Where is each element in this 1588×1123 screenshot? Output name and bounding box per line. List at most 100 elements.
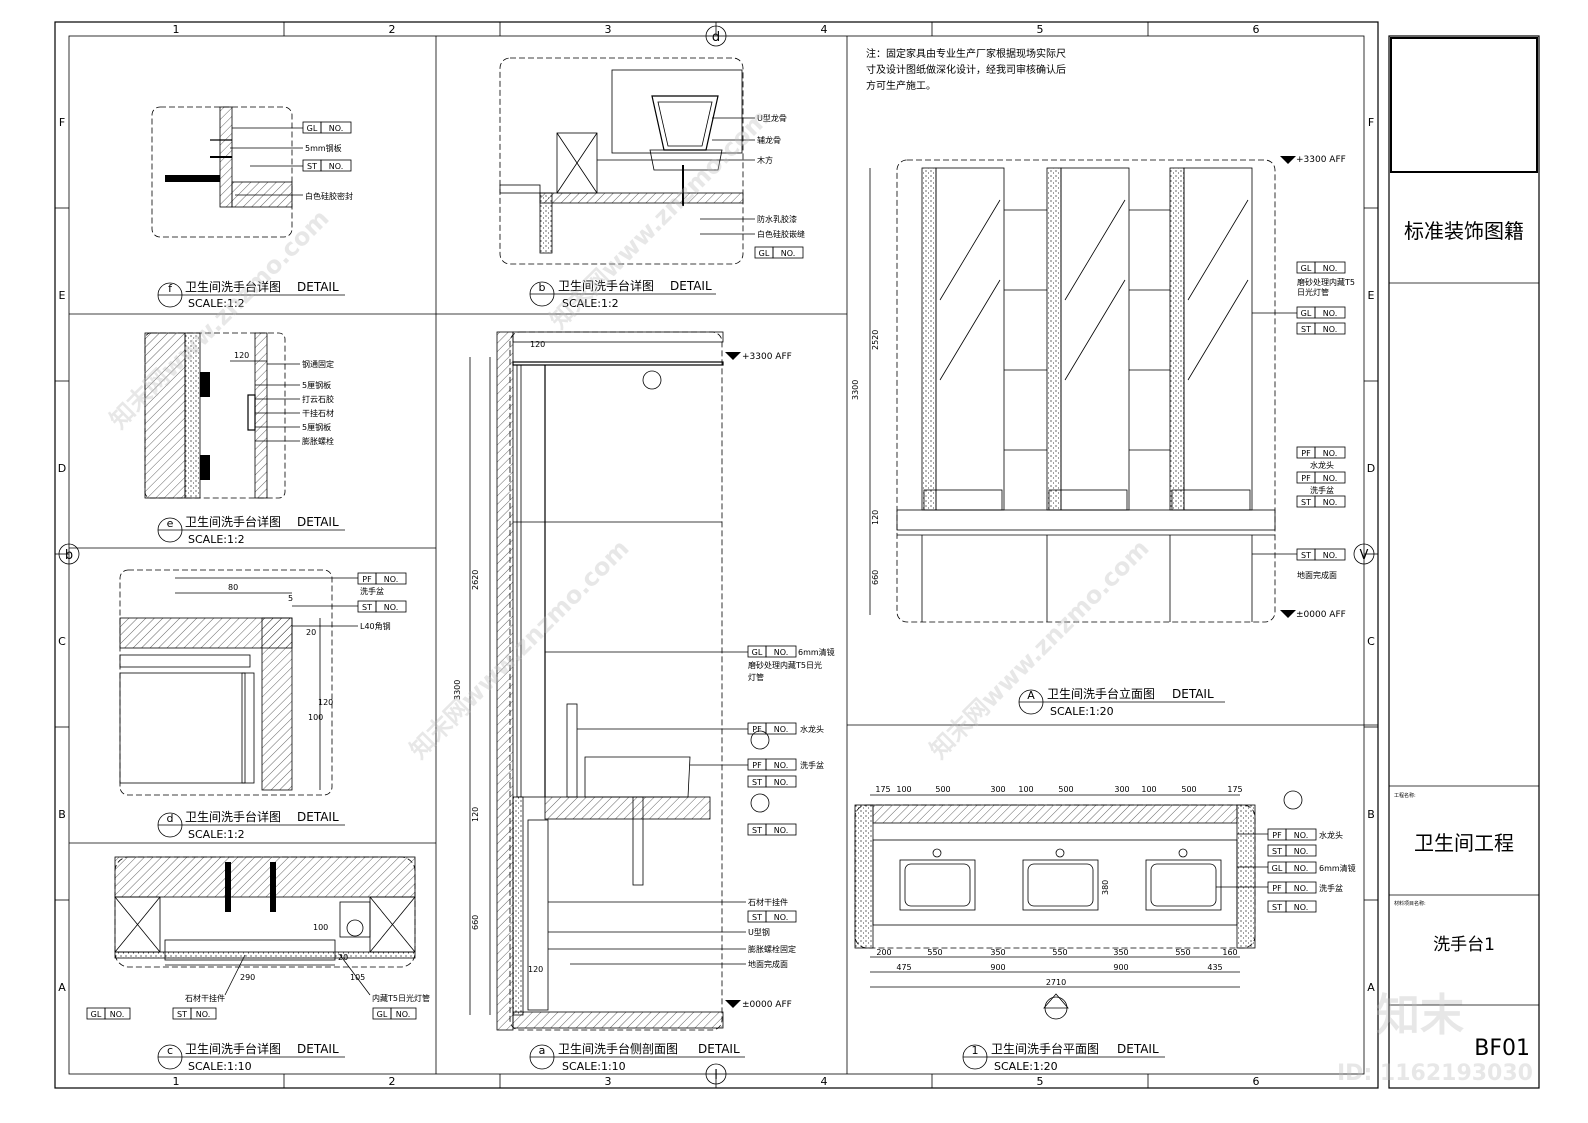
watermark-site-1: 知末网www.znzmo.com — [104, 204, 334, 434]
detail-d-label-pf: PF — [362, 575, 372, 584]
row-label-D-left: D — [58, 462, 66, 475]
elev-label-no5: NO. — [1323, 474, 1338, 483]
plan-label-no3: NO. — [1294, 864, 1309, 873]
row-label-C-left: C — [58, 635, 66, 648]
section-a-label-no4: NO. — [774, 778, 789, 787]
detail-c-mark: c — [167, 1044, 173, 1057]
detail-b-scale: SCALE:1:2 — [562, 297, 619, 310]
plan-dim-top-8: 500 — [1181, 785, 1196, 794]
plan-dim-b1-3: 550 — [1052, 948, 1067, 957]
plan-dim-top-0: 175 — [875, 785, 890, 794]
detail-c-label-st: ST — [177, 1010, 187, 1019]
detail-b-title: 卫生间洗手台详图 — [558, 278, 654, 293]
col-label-3-top: 3 — [605, 23, 612, 36]
title-block-drawing-label: 材料项目名称: — [1394, 900, 1426, 907]
detail-e: 120 钢通固定 5厘钢板 打云石胶 干挂石材 5厘钢板 膨胀螺栓 e 卫生间洗… — [144, 332, 345, 546]
title-block-project-label: 工程名称: — [1394, 792, 1416, 799]
section-a-label-pf1: PF — [752, 725, 762, 734]
detail-e-title-en: DETAIL — [297, 515, 339, 529]
plan-dim-b2-0: 475 — [896, 963, 911, 972]
elev-level-bottom: ±0000 AFF — [1296, 610, 1346, 620]
elev-label-no7: NO. — [1323, 551, 1338, 560]
detail-e-scale: SCALE:1:2 — [188, 533, 245, 546]
plan-dim-side: 380 — [1101, 880, 1110, 895]
title-block: 标准装饰图籍 工程名称: 卫生间工程 材料项目名称: 洗手台1 BF01 — [1388, 35, 1540, 1089]
section-a-label-faucet: 水龙头 — [800, 724, 824, 734]
plan-dim-b1-2: 350 — [990, 948, 1005, 957]
section-a-level-top: +3300 AFF — [742, 352, 792, 362]
note-line-3: 方可生产施工。 — [866, 79, 936, 92]
detail-d-label-no2: NO. — [384, 603, 399, 612]
elev-label-frosted: 磨砂处理内藏T5 — [1297, 277, 1355, 287]
section-a-label-u-steel: U型钢 — [748, 927, 770, 937]
elev-label-pf1: PF — [1301, 449, 1311, 458]
section-a-scale: SCALE:1:10 — [562, 1060, 626, 1073]
detail-d-scale: SCALE:1:2 — [188, 828, 245, 841]
detail-c-title-en: DETAIL — [297, 1042, 339, 1056]
title-block-drawing: 洗手台1 — [1433, 935, 1495, 955]
detail-b-mark: b — [539, 281, 546, 294]
plan-label-basin: 洗手盆 — [1319, 883, 1343, 893]
detail-e-label-stone: 干挂石材 — [302, 408, 334, 418]
detail-d-label-basin: 洗手盆 — [360, 586, 384, 596]
plan-label-no1: NO. — [1294, 831, 1309, 840]
detail-d-dim-5: 5 — [288, 594, 293, 603]
elev-label-no2: NO. — [1323, 309, 1338, 318]
title-block-project: 卫生间工程 — [1414, 831, 1514, 855]
elev-label-no4: NO. — [1323, 449, 1338, 458]
plan-dim-b2-2: 900 — [1113, 963, 1128, 972]
col-label-2-top: 2 — [389, 23, 396, 36]
section-a-label-no2: NO. — [774, 725, 789, 734]
col-label-1-top: 1 — [173, 23, 180, 36]
detail-b-label-sub-keel: 辅龙骨 — [757, 135, 781, 145]
row-label-F-right: F — [1368, 116, 1374, 129]
plan-dim-top-5: 500 — [1058, 785, 1073, 794]
grid-columns: 1 2 3 4 5 6 1 2 3 4 5 6 — [173, 22, 1260, 1088]
watermark-logo: 知末 — [1376, 990, 1464, 1041]
section-a-label-frosted: 磨砂处理内藏T5日光 — [748, 660, 822, 670]
plan-label-pf2: PF — [1272, 884, 1282, 893]
row-label-D-right: D — [1367, 462, 1375, 475]
col-label-6-top: 6 — [1253, 23, 1260, 36]
plan-label-pf1: PF — [1272, 831, 1282, 840]
detail-c-scale: SCALE:1:10 — [188, 1060, 252, 1073]
col-label-1-bottom: 1 — [173, 1075, 180, 1088]
section-a-title: 卫生间洗手台侧剖面图 — [558, 1041, 678, 1056]
detail-f: GL NO. 5mm钢板 ST NO. 白色硅胶密封 f 卫生间洗手台详图 DE… — [151, 106, 353, 310]
row-label-A-right: A — [1367, 981, 1375, 994]
col-label-2-bottom: 2 — [389, 1075, 396, 1088]
section-a-label-bolt: 膨胀螺栓固定 — [748, 944, 796, 954]
title-block-company: 标准装饰图籍 — [1404, 219, 1524, 243]
section-a: 120 2620 3300 120 660 120 +3300 AFF ±000… — [453, 331, 835, 1073]
section-a-dim-3300: 3300 — [453, 680, 462, 700]
plan-dim-b2-1: 900 — [990, 963, 1005, 972]
detail-e-mark: e — [167, 517, 174, 530]
detail-d-dim-100: 100 — [308, 713, 323, 722]
watermark-id: ID: 1162193030 — [1337, 1061, 1533, 1086]
title-block-sheet-number: BF01 — [1474, 1036, 1530, 1061]
section-a-label-no1: NO. — [774, 648, 789, 657]
plan-dim-top-1: 100 — [896, 785, 911, 794]
section-a-label-pf2: PF — [752, 761, 762, 770]
plan-dim-b1-5: 550 — [1175, 948, 1190, 957]
elev-label-faucet: 水龙头 — [1310, 460, 1334, 470]
elev-dim-120: 120 — [871, 510, 880, 525]
section-a-dim-660: 660 — [471, 915, 480, 930]
section-a-label-hanger: 石材干挂件 — [748, 897, 788, 907]
plan-dim-top-4: 100 — [1018, 785, 1033, 794]
col-label-4-bottom: 4 — [821, 1075, 828, 1088]
section-a-label-tube: 灯管 — [748, 672, 764, 682]
elev-dim-2520: 2520 — [871, 330, 880, 350]
section-a-label-st3: ST — [752, 913, 762, 922]
detail-e-title: 卫生间洗手台详图 — [185, 514, 281, 529]
section-a-label-gl: GL — [752, 648, 763, 657]
detail-c-label-no1: NO. — [110, 1010, 125, 1019]
elev-title-en: DETAIL — [1172, 687, 1214, 701]
elev-label-no6: NO. — [1323, 498, 1338, 507]
detail-c-label-gl2: GL — [377, 1010, 388, 1019]
plan-1: 175 100 500 300 100 500 300 100 500 175 … — [854, 785, 1356, 1073]
plan-mark: 1 — [972, 1044, 979, 1057]
detail-c-dim-20: 20 — [338, 953, 348, 962]
general-note: 注：固定家具由专业生产厂家根据现场实际尺 寸及设计图纸做深化设计，经我司审核确认… — [866, 47, 1066, 92]
detail-f-label-sealant: 白色硅胶密封 — [305, 191, 353, 201]
